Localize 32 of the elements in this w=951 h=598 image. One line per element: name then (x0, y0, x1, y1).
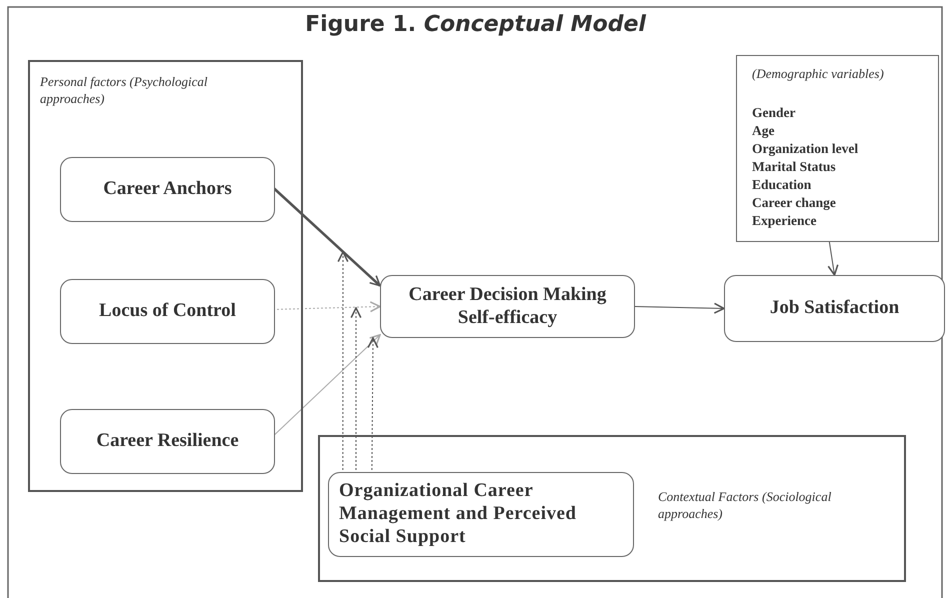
list-heading: (Demographic variables) (752, 66, 884, 83)
rounded-box (380, 275, 635, 338)
variable-label: Age (752, 122, 774, 140)
rounded-box (724, 275, 945, 342)
variable-label: Education (752, 176, 812, 194)
list-box (736, 55, 939, 242)
rounded-box (328, 472, 634, 557)
rounded-box (60, 409, 275, 474)
variable-label: Career change (752, 194, 836, 212)
rounded-box (60, 157, 275, 222)
variable-label: Experience (752, 212, 816, 230)
box-label: Career Decision Making Self-efficacy (408, 284, 608, 330)
box-label: Locus of Control (99, 300, 236, 323)
variable-label: Marital Status (752, 158, 836, 176)
box-label: Job Satisfaction (770, 297, 900, 320)
box-label: Organizational Career Management and Perceived Social Support (339, 480, 578, 549)
figure-title: Figure 1. Conceptual Model (304, 12, 648, 37)
group-box (318, 435, 906, 582)
arrow (828, 242, 839, 276)
variable-label: Organization level (752, 140, 858, 158)
group-label: Personal factors (Psychological approaches) (40, 74, 209, 108)
variable-label: Gender (752, 104, 796, 122)
arrow (350, 307, 362, 470)
box-label: Career Anchors (103, 178, 232, 201)
box-label: Career Resilience (96, 430, 239, 453)
arrow (634, 302, 725, 314)
arrow (272, 334, 381, 437)
arrow (337, 251, 349, 470)
arrow (367, 337, 378, 470)
rounded-box (60, 279, 275, 344)
group-label: Contextual Factors (Sociological approaches) (658, 489, 832, 523)
group-box (28, 60, 303, 492)
